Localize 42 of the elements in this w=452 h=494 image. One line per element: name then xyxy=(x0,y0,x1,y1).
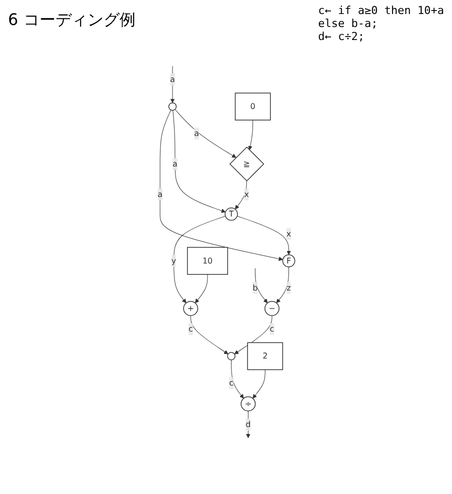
arrow xyxy=(174,109,236,158)
node-box: 0 xyxy=(234,92,271,120)
node-box: 10 xyxy=(186,246,228,275)
arrow xyxy=(276,266,289,304)
code-line: else b-a; xyxy=(318,17,379,30)
edge-label: b xyxy=(252,282,258,292)
arrow xyxy=(254,268,268,304)
arrow xyxy=(173,216,226,304)
node-box: 2 xyxy=(247,342,283,370)
node-circle: + xyxy=(183,301,198,316)
edge-label: a xyxy=(157,189,162,199)
edge-label: y xyxy=(171,256,176,266)
edge-label: a xyxy=(172,158,178,168)
edge-label: c xyxy=(228,378,234,388)
arrow xyxy=(248,120,253,150)
arrow xyxy=(234,180,247,210)
edge-label: a xyxy=(170,74,175,84)
arrow xyxy=(190,315,228,354)
edge-label: c xyxy=(188,324,193,334)
arrow xyxy=(234,315,272,354)
node-diamond: ≧ xyxy=(229,146,264,182)
code-line: c← if a≥0 then 10+a xyxy=(318,4,444,17)
node-circle: − xyxy=(264,301,280,316)
node-circle: T xyxy=(224,208,238,221)
edge-label: z xyxy=(286,282,291,292)
node-circle: F xyxy=(282,254,296,268)
node-circle xyxy=(168,102,176,111)
code-line: d← c÷2; xyxy=(318,30,366,43)
arrow xyxy=(230,360,244,399)
arrow xyxy=(236,216,291,255)
edge-label: c xyxy=(270,324,274,334)
arrow xyxy=(172,110,226,213)
node-circle xyxy=(226,352,236,360)
edge-label: x xyxy=(286,228,291,238)
edge-label: x xyxy=(244,189,249,199)
edge-label: d xyxy=(245,419,251,429)
diagram-title: 6 コーディング例 xyxy=(8,10,136,31)
arrow xyxy=(252,369,266,399)
arrow xyxy=(160,110,283,261)
edge-label: a xyxy=(194,128,199,138)
arrow xyxy=(194,274,208,304)
node-circle: ÷ xyxy=(240,396,256,412)
